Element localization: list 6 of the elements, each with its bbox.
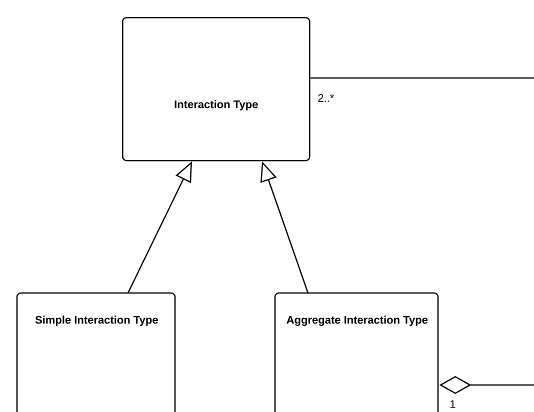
class-box: Simple Interaction Type — [16, 292, 176, 412]
class-box: Interaction Type — [122, 17, 310, 162]
class-box: Aggregate Interaction Type — [274, 292, 439, 412]
multiplicity-label: 2..* — [318, 94, 334, 102]
multiplicity-label: 1 — [450, 400, 456, 408]
association-line — [310, 77, 534, 79]
